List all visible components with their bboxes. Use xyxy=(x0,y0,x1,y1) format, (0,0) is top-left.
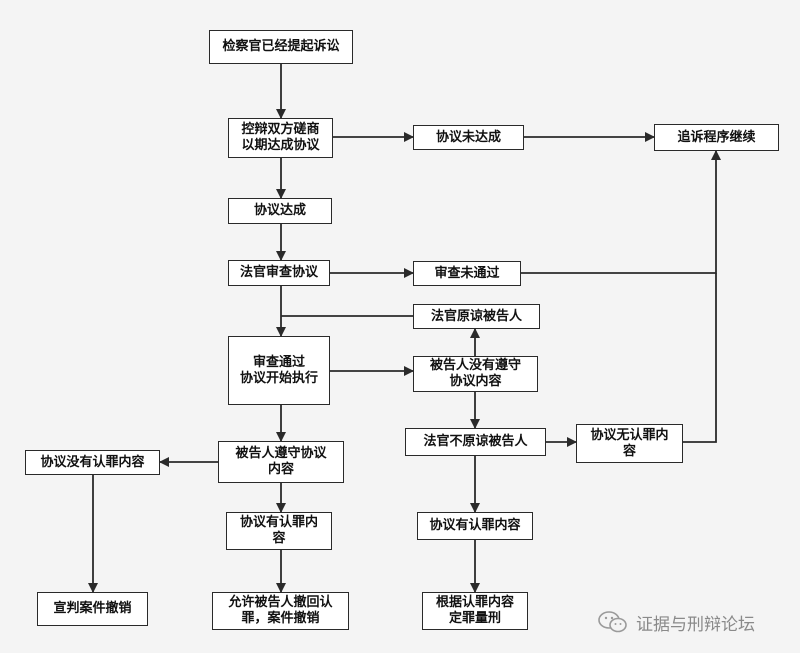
edge-n7-n4 xyxy=(521,150,721,274)
node-judge-forgives: 法官原谅被告人 xyxy=(413,304,540,329)
watermark-text: 证据与刑辩论坛 xyxy=(636,614,755,635)
node-agreement-no-guilt-content: 协议没有认罪内容 xyxy=(25,450,160,475)
node-review-passed-text: 审查通过 协议开始执行 xyxy=(239,354,318,386)
node-defendant-noncompliant: 被告人没有遵守 协议内容 xyxy=(413,356,538,392)
node-sentencing-text: 根据认罪内容 定罪量刑 xyxy=(435,595,514,626)
node-agreement-reached: 协议达成 xyxy=(228,198,332,224)
node-prosecution-continues: 追诉程序继续 xyxy=(654,124,779,151)
node-judge-not-forgive: 法官不原谅被告人 xyxy=(405,428,546,456)
node-review-failed: 审查未通过 xyxy=(413,261,521,286)
node-agreement-guilt-content-text: 协议有认罪内 容 xyxy=(239,515,318,546)
node-judge-review: 法官审查协议 xyxy=(228,260,330,286)
node-negotiation-text: 控辩双方磋商 以期达成协议 xyxy=(241,122,320,153)
wechat-icon xyxy=(598,611,627,633)
node-defendant-compliant: 被告人遵守协议 内容 xyxy=(218,441,344,483)
node-withdraw-plea: 允许被告人撤回认 罪，案件撤销 xyxy=(212,592,349,630)
node-defendant-noncompliant-text: 被告人没有遵守 协议内容 xyxy=(429,358,521,389)
node-agreement-guilt-content-2: 协议有认罪内容 xyxy=(417,512,533,540)
edge-n14-n4 xyxy=(683,273,717,443)
node-prosecution-filed: 检察官已经提起诉讼 xyxy=(209,30,353,64)
node-agreement-not-reached: 协议未达成 xyxy=(413,125,524,150)
node-negotiation: 控辩双方磋商 以期达成协议 xyxy=(228,118,333,158)
node-withdraw-plea-text: 允许被告人撤回认 罪，案件撤销 xyxy=(228,595,333,626)
watermark: 证据与刑辩论坛 xyxy=(598,606,788,638)
node-agreement-no-guilt-content-2-text: 协议无认罪内 容 xyxy=(590,427,669,459)
node-case-dismissed: 宣判案件撤销 xyxy=(37,592,148,626)
node-review-passed: 审查通过 协议开始执行 xyxy=(228,336,330,405)
node-sentencing: 根据认罪内容 定罪量刑 xyxy=(422,592,528,630)
node-agreement-no-guilt-content-2: 协议无认罪内 容 xyxy=(576,424,683,463)
node-defendant-compliant-text: 被告人遵守协议 内容 xyxy=(235,446,327,477)
node-agreement-guilt-content: 协议有认罪内 容 xyxy=(226,512,332,550)
